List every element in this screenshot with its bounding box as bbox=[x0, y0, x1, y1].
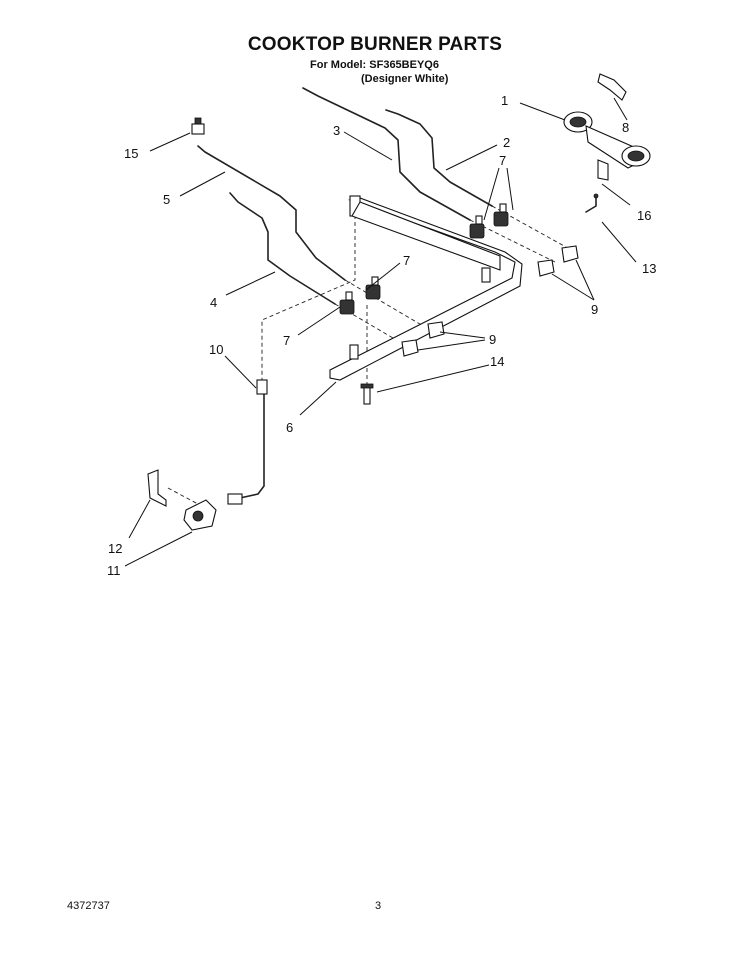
clip-16 bbox=[597, 159, 609, 181]
manifold-6 bbox=[329, 195, 523, 381]
valve-7d bbox=[339, 291, 355, 315]
model-variant: (Designer White) bbox=[361, 73, 449, 85]
page-number: 3 bbox=[375, 900, 382, 912]
fitting-15 bbox=[191, 117, 205, 135]
callout-9a: 9 bbox=[591, 302, 598, 317]
callout-1: 1 bbox=[501, 93, 508, 108]
callout-12: 12 bbox=[108, 541, 122, 556]
regulator-11 bbox=[183, 493, 243, 531]
valve-7a bbox=[469, 215, 485, 239]
callout-3: 3 bbox=[333, 123, 340, 138]
burner-assembly-1 bbox=[563, 111, 651, 169]
leader-lines bbox=[124, 97, 637, 567]
callout-4: 4 bbox=[210, 295, 217, 310]
callout-7b: 7 bbox=[403, 253, 410, 268]
burner-tube-3 bbox=[302, 87, 471, 221]
wire-13 bbox=[585, 193, 599, 213]
callout-7c: 7 bbox=[283, 333, 290, 348]
burner-tube-4 bbox=[229, 192, 336, 305]
callout-15: 15 bbox=[124, 146, 138, 161]
model-number: For Model: SF365BEYQ6 bbox=[310, 59, 439, 71]
callout-labels: 1 2 3 4 5 6 7 7 7 8 9 9 9 10 11 12 13 14… bbox=[107, 93, 656, 578]
page-title: COOKTOP BURNER PARTS bbox=[247, 34, 503, 55]
callout-5: 5 bbox=[163, 192, 170, 207]
callout-13: 13 bbox=[642, 261, 656, 276]
burner-orifice-9c bbox=[427, 321, 445, 339]
tube-10 bbox=[239, 379, 268, 499]
callout-16: 16 bbox=[637, 208, 651, 223]
valve-7b bbox=[493, 203, 509, 227]
burner-tube-5 bbox=[197, 145, 346, 281]
screw-14 bbox=[360, 383, 374, 405]
callout-9b: 9 bbox=[489, 332, 496, 347]
callout-11: 11 bbox=[107, 563, 121, 578]
burner-orifice-9b bbox=[561, 245, 579, 263]
document-number: 4372737 bbox=[67, 900, 110, 912]
burner-orifice-9d bbox=[401, 339, 419, 357]
callout-10: 10 bbox=[209, 342, 223, 357]
burner-tube-2 bbox=[385, 109, 493, 207]
callout-8: 8 bbox=[622, 120, 629, 135]
callout-14: 14 bbox=[490, 354, 504, 369]
burner-orifice-9a bbox=[537, 259, 555, 277]
callout-2: 2 bbox=[503, 135, 510, 150]
bracket-8 bbox=[597, 73, 627, 101]
bracket-12 bbox=[147, 469, 167, 507]
callout-7a: 7 bbox=[499, 153, 506, 168]
callout-6: 6 bbox=[286, 420, 293, 435]
